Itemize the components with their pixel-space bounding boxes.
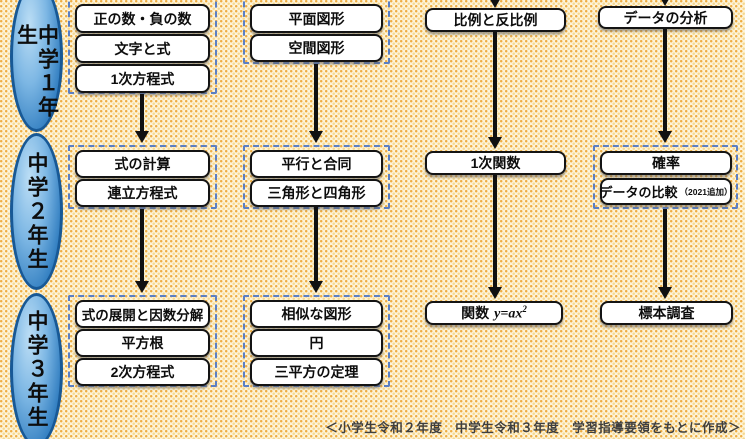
topic-box-pythagorean-theorem: 三平方の定理 xyxy=(250,358,383,386)
arrow-col4-g1-g2 xyxy=(658,29,672,143)
arrow-col3-g1-g2 xyxy=(488,32,502,149)
function-label: 関数 xyxy=(461,305,490,321)
topic-box-parallel-congruence: 平行と合同 xyxy=(250,150,383,178)
grade1-oval: 中学１年生 xyxy=(10,0,63,132)
arrow-col1-g2-g3 xyxy=(135,209,149,293)
group-grade3-algebra xyxy=(68,295,217,387)
grade3-oval: 中学３年生 xyxy=(10,293,63,439)
group-grade1-geometry xyxy=(243,0,390,64)
topic-box-triangles-quadrilaterals: 三角形と四角形 xyxy=(250,179,383,207)
grade2-oval: 中学２年生 xyxy=(10,133,63,290)
topic-box-data-comparison: データの比較（2021追加） xyxy=(600,178,732,205)
topic-box-proportion: 比例と反比例 xyxy=(425,8,566,32)
topic-box-square-roots: 平方根 xyxy=(75,329,210,357)
arrow-col4-g2-g3 xyxy=(658,209,672,299)
topic-box-circle: 円 xyxy=(250,329,383,357)
topic-box-space-figures: 空間図形 xyxy=(250,34,383,62)
group-grade2-data xyxy=(593,145,738,209)
group-grade3-geometry xyxy=(243,295,390,387)
function-formula: y=ax2 xyxy=(494,303,527,322)
topic-box-probability: 確率 xyxy=(600,151,732,175)
arrow-col1-g1-g2 xyxy=(135,94,149,143)
grade3-label: 中学３年生 xyxy=(25,310,48,430)
source-caption: ＜小学生令和２年度 中学生令和３年度 学習指導要領をもとに作成＞ xyxy=(325,421,741,435)
topic-box-expression-calc: 式の計算 xyxy=(75,150,210,178)
topic-box-simultaneous-equations: 連立方程式 xyxy=(75,179,210,207)
topic-box-linear-equations: 1次方程式 xyxy=(75,64,210,93)
group-grade2-algebra xyxy=(68,145,217,209)
added-2021-note: （2021追加） xyxy=(679,186,733,197)
arrow-col2-g2-g3 xyxy=(309,207,323,293)
topic-box-data-analysis: データの分析 xyxy=(598,6,733,29)
group-grade1-algebra xyxy=(68,0,217,94)
arrow-col3-g2-g3 xyxy=(488,175,502,299)
topic-box-linear-function: 1次関数 xyxy=(425,151,566,175)
topic-box-quadratic-equations: 2次方程式 xyxy=(75,358,210,386)
arrow-col3-from-elementary xyxy=(488,0,502,8)
grade1-label: 中学１年生 xyxy=(14,24,59,120)
topic-box-expansion-factorization: 式の展開と因数分解 xyxy=(75,300,210,328)
topic-box-positive-negative: 正の数・負の数 xyxy=(75,4,210,33)
arrow-col4-from-elementary xyxy=(658,0,672,6)
arrow-col2-g1-g2 xyxy=(309,64,323,143)
topic-box-sampling-survey: 標本調査 xyxy=(600,301,733,325)
topic-box-letters-expressions: 文字と式 xyxy=(75,34,210,63)
grade2-label: 中学２年生 xyxy=(25,151,48,272)
topic-box-plane-figures: 平面図形 xyxy=(250,4,383,33)
topic-box-similar-figures: 相似な図形 xyxy=(250,300,383,328)
data-comparison-label: データの比較 xyxy=(599,185,678,200)
